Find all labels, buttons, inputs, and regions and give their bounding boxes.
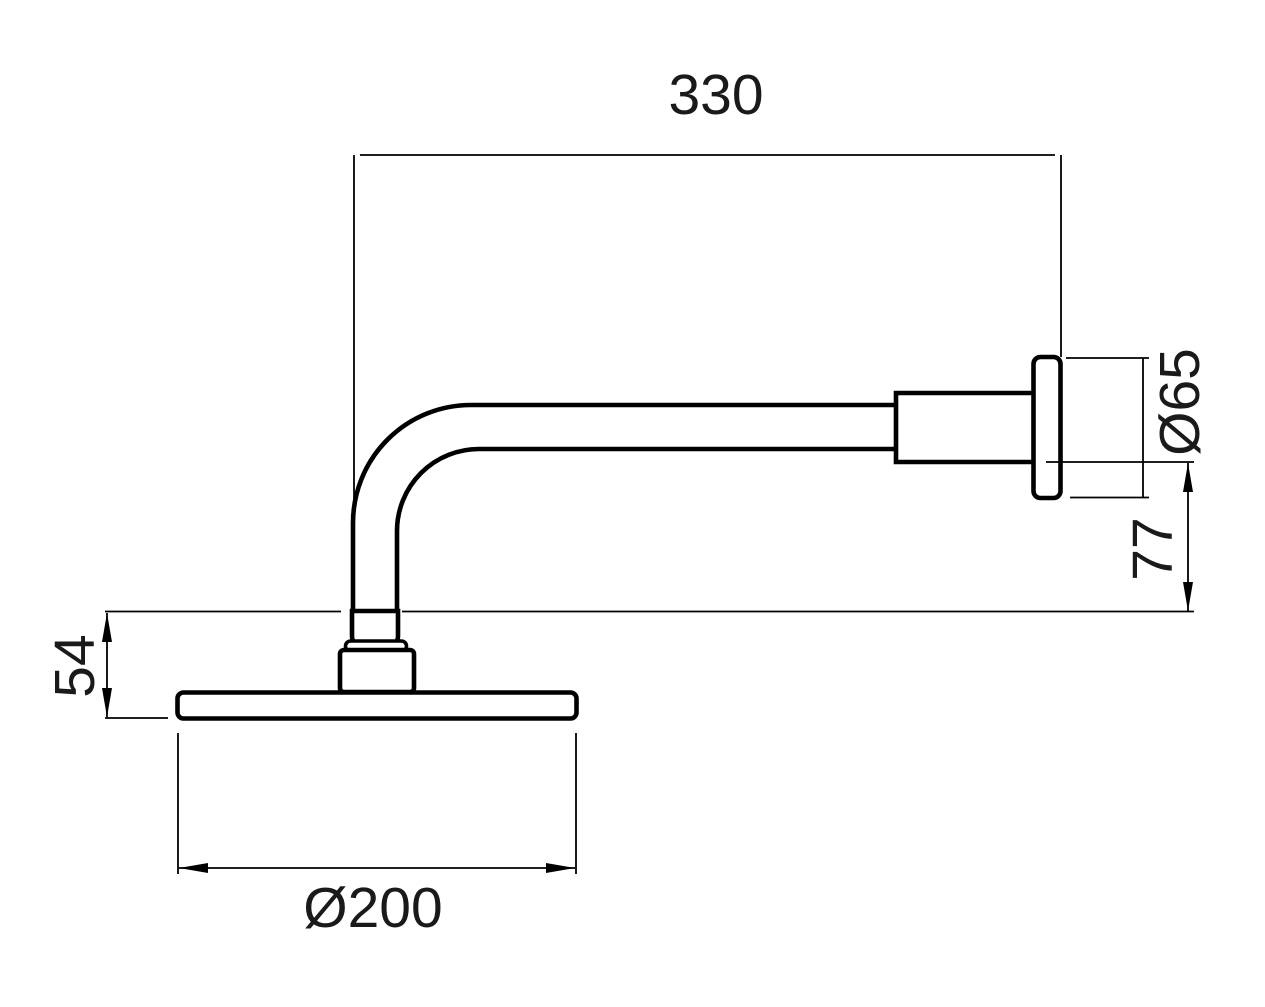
dim-77 [1046,461,1194,611]
shower-arm-inner-contour [394,446,897,612]
dim-54-label: 54 [43,634,107,697]
dim-200-arrow-right [546,863,575,873]
dimension-lines [102,154,1194,874]
shower-arm-outer-contour [350,402,897,612]
dim-330-label: 330 [668,63,763,127]
dim-200-arrow-left [179,863,208,873]
dim-330 [353,154,1062,520]
dim-54-arrow-down [102,688,112,717]
dim-65 [1066,357,1149,499]
dim-77-arrow-up [1183,463,1193,492]
dim-54 [102,613,168,719]
dim-54-arrow-up [102,613,112,642]
dim-200 [177,733,577,874]
ball-joint-block [337,647,417,695]
wall-flange [1031,354,1063,501]
shower-head-disc [175,690,579,721]
dim-77-label: 77 [1121,517,1185,580]
dim-200-label: Ø200 [303,876,442,940]
shower-arm [350,402,897,612]
dim-77-arrow-down [1183,582,1193,611]
wall-union-cylinder [893,390,1035,465]
dim-65-label: Ø65 [1148,348,1212,456]
